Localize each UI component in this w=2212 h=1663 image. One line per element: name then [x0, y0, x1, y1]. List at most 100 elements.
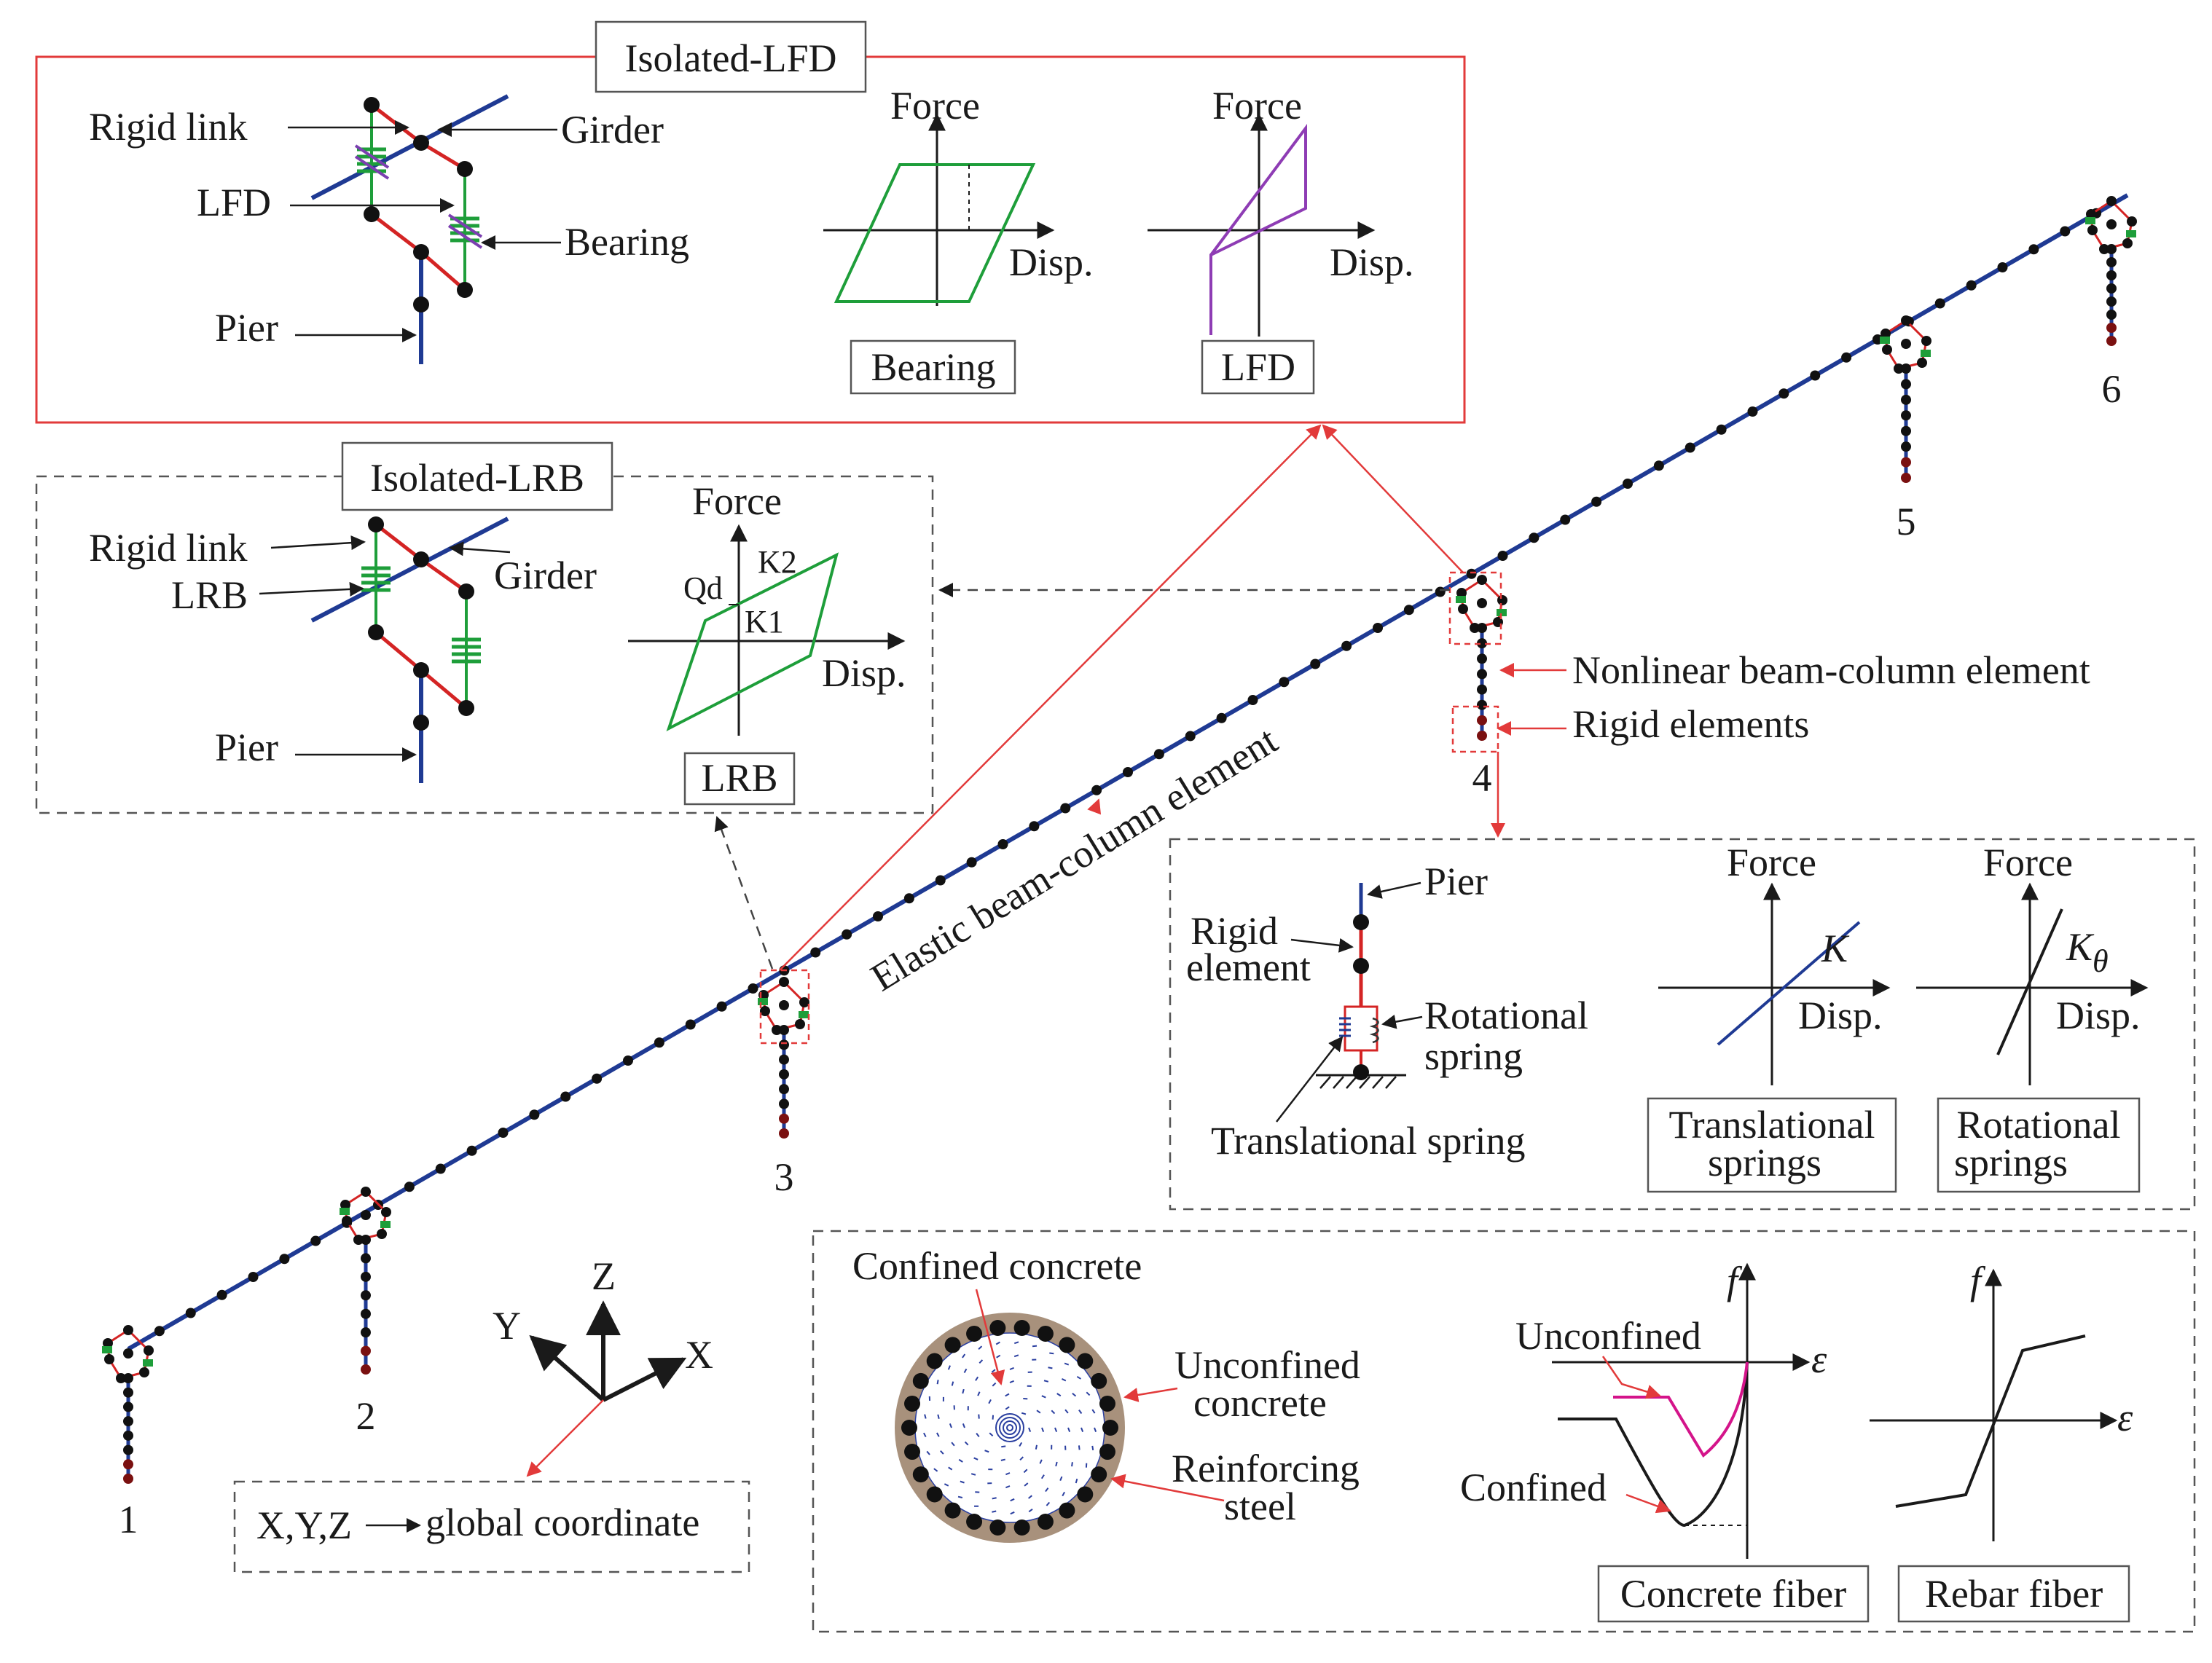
deck-node — [654, 1037, 664, 1047]
deck-node — [1966, 280, 1977, 291]
lrb-node — [413, 551, 429, 567]
isolator-mark — [380, 1221, 391, 1228]
deck-node — [1560, 515, 1570, 525]
deck-node — [1279, 677, 1289, 687]
lfd-node — [364, 97, 380, 113]
pier-node — [1901, 395, 1911, 405]
lrb-k2-label: K2 — [758, 544, 797, 580]
pier-node — [1901, 363, 1911, 374]
lrb-node — [368, 624, 384, 640]
trans-k-label: K — [1821, 927, 1850, 970]
x-axis-arrow — [603, 1359, 683, 1400]
rebar-dot — [989, 1519, 1005, 1536]
deck-node — [1404, 605, 1414, 615]
deck-node — [1778, 388, 1789, 398]
rotational-plot — [1916, 884, 2146, 1085]
rebar-dot — [913, 1373, 929, 1389]
lfd-node — [364, 206, 380, 222]
rebar-dot — [989, 1320, 1005, 1336]
lfd-node — [413, 244, 429, 260]
cluster-node — [1921, 336, 1931, 346]
pier-column — [340, 1187, 391, 1375]
pier3-to-lrb-arrow — [717, 817, 772, 969]
rebar-dot — [1099, 1396, 1115, 1412]
pier-node — [123, 1431, 133, 1441]
spring-node — [1353, 958, 1369, 974]
deck-node — [1748, 406, 1758, 417]
lfd-caption: LFD — [1221, 345, 1295, 389]
lfd-rigid-link-label: Rigid link — [89, 105, 248, 149]
cluster-node — [1497, 595, 1507, 605]
pier-node — [779, 1069, 789, 1080]
deck-node — [1498, 551, 1508, 561]
global-axes: Y Z X X,Y,Z global coordinate — [235, 1254, 749, 1572]
lfd-node — [413, 296, 429, 312]
cluster-node — [377, 1229, 387, 1239]
lrb-force-label: Force — [692, 479, 782, 523]
pier-node — [123, 1474, 133, 1484]
cluster-node — [795, 1019, 805, 1029]
deck-node — [623, 1055, 633, 1066]
leader — [1125, 1388, 1177, 1397]
spring-pier-label: Pier — [1424, 860, 1488, 903]
cluster-node — [2087, 225, 2098, 235]
cluster-node — [2106, 196, 2117, 206]
pier-node — [123, 1445, 133, 1455]
deck-node — [279, 1254, 289, 1264]
rot-k-label: K — [2066, 925, 2095, 969]
elastic-leader — [1094, 800, 1099, 811]
lrb-lrb-label: LRB — [171, 573, 248, 617]
unconfined-concrete-label-2: concrete — [1193, 1381, 1327, 1425]
concrete-f-label: f — [1727, 1259, 1743, 1302]
pier-node — [779, 1039, 789, 1050]
rebar-dot — [1059, 1337, 1075, 1353]
lfd-force-disp-plot — [1148, 115, 1373, 337]
spring-node — [1353, 914, 1369, 930]
deck-node — [1091, 785, 1102, 795]
pier-node — [2106, 244, 2117, 254]
deck-node — [498, 1128, 509, 1138]
leader — [1368, 883, 1421, 895]
cluster-node — [1901, 339, 1911, 349]
translational-spring-label: Translational spring — [1211, 1119, 1526, 1163]
rebar-dot — [966, 1514, 982, 1530]
core-fiber-mark — [1092, 1446, 1093, 1450]
isolator-mark — [1921, 350, 1931, 357]
deck-node — [1154, 749, 1164, 759]
pier-node — [2106, 257, 2117, 267]
rebar-dot — [1091, 1373, 1107, 1389]
rebar-dot — [1038, 1326, 1054, 1342]
cluster-node — [1477, 575, 1487, 585]
confined-concrete-label: Confined concrete — [852, 1244, 1142, 1288]
concrete-fiber-plot — [1552, 1265, 1808, 1559]
pier-node — [361, 1309, 371, 1319]
deck-node — [748, 983, 758, 994]
leader — [450, 548, 510, 552]
deck-node — [404, 1182, 415, 1192]
spring-sketch — [1316, 883, 1406, 1088]
rotational-spring-label-1: Rotational — [1424, 994, 1588, 1037]
reinforcing-steel-label-1: Reinforcing — [1172, 1447, 1360, 1490]
core-fiber-mark — [978, 1415, 979, 1419]
lfd-disp-label: Disp. — [1330, 240, 1414, 284]
pier-node — [1901, 441, 1911, 452]
deck-node — [217, 1290, 227, 1300]
pier-node — [779, 1055, 789, 1065]
rebar-dot — [966, 1326, 982, 1342]
core-fiber-mark — [958, 1497, 962, 1498]
lrb-qd-label: Qd — [683, 570, 723, 606]
lfd-bearing-label: Bearing — [565, 220, 689, 264]
deck-node — [936, 876, 946, 886]
cluster-node — [123, 1325, 133, 1335]
core-fiber-mark — [1079, 1445, 1080, 1450]
pier-node — [779, 1128, 789, 1139]
cluster-node — [361, 1210, 371, 1220]
pier-label-2: 2 — [356, 1394, 376, 1438]
pier-node — [361, 1327, 371, 1337]
pier-node — [2106, 270, 2117, 280]
leader — [1276, 1037, 1342, 1122]
pier-node — [779, 1114, 789, 1124]
rebar-eps-label: ε — [2117, 1396, 2133, 1439]
cluster-node — [2106, 219, 2117, 229]
